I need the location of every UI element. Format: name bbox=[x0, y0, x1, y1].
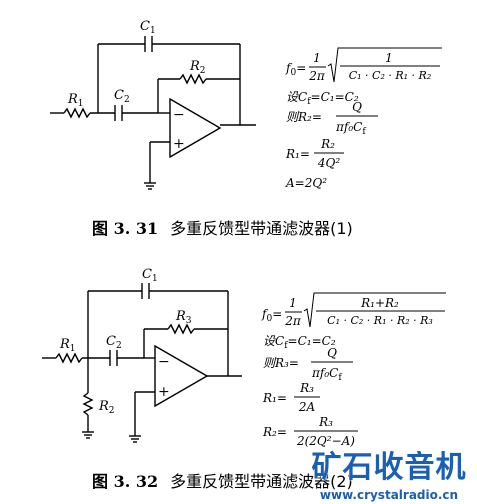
fig1-labels: C1 R2 R1 C2 − + bbox=[67, 19, 206, 152]
fig2-eq-rad-num: R₁+R₂ bbox=[360, 296, 399, 310]
fig2-label-c2: C2 bbox=[106, 334, 122, 351]
fig1-minus: − bbox=[173, 107, 185, 123]
fig2-circuit bbox=[42, 283, 242, 443]
fig1-eq-a: A=2Q² bbox=[285, 176, 327, 190]
fig1-eq-r1-den: 4Q² bbox=[317, 156, 340, 170]
fig1-opamp bbox=[169, 97, 222, 159]
fig2-opamp bbox=[154, 344, 209, 408]
fig2-label-c1: C1 bbox=[142, 267, 158, 284]
fig2-eq-rad-den: C₁ · C₂ · R₁ · R₂ · R₃ bbox=[327, 314, 433, 327]
fig2-eq-then: 则R₃= bbox=[263, 356, 299, 370]
fig2-caption-number: 图 3. 32 bbox=[92, 472, 159, 491]
fig1-label-c1: C1 bbox=[140, 19, 156, 36]
fig2-label-r3: R3 bbox=[175, 309, 192, 326]
fig2-eq-r1: R₁= bbox=[262, 391, 287, 405]
fig1-caption-number: 图 3. 31 bbox=[92, 219, 159, 238]
fig1-caption: 图 3. 31 多重反馈型带通滤波器(1) bbox=[92, 215, 353, 239]
fig2-label-r1: R1 bbox=[59, 337, 76, 354]
fig2-eq-then-den: πf₀Cf bbox=[311, 366, 342, 383]
fig2-plus: + bbox=[158, 384, 170, 400]
watermark-url: www.crystalradio.cn bbox=[319, 488, 459, 502]
fig1-eq-then-num: Q bbox=[352, 100, 362, 114]
fig1-eq-rad-num: 1 bbox=[385, 51, 393, 65]
fig1-eq-r1-num: R₂ bbox=[320, 137, 335, 151]
fig2-eq-f0-den: 2π bbox=[284, 314, 302, 328]
fig1-label-c2: C2 bbox=[114, 88, 130, 105]
fig2-minus: − bbox=[158, 354, 170, 370]
fig2-eq-then-num: Q bbox=[327, 346, 337, 360]
fig1-eq-f0-num: 1 bbox=[313, 51, 321, 65]
fig1-eq-r1: R₁= bbox=[285, 147, 310, 161]
fig2-eq-set: 设Cf=C₁=C₂ bbox=[263, 334, 336, 351]
fig2-caption-text: 多重反馈型带通滤波器(2) bbox=[170, 472, 353, 491]
fig2-eq-r1-den: 2A bbox=[298, 400, 316, 414]
fig1-eq-set: 设Cf=C₁=C₂ bbox=[286, 90, 359, 107]
fig2-eq-r2-num: R₃ bbox=[318, 415, 333, 429]
fig2-r2-resistor bbox=[82, 392, 94, 416]
fig1-caption-text: 多重反馈型带通滤波器(1) bbox=[170, 219, 353, 238]
fig1-eq-rad-den: C₁ · C₂ · R₁ · R₂ bbox=[349, 69, 432, 82]
fig2-caption: 图 3. 32 多重反馈型带通滤波器(2) bbox=[92, 468, 353, 492]
fig1-label-r1: R1 bbox=[67, 92, 84, 109]
fig1-r1-resistor bbox=[63, 107, 91, 119]
fig2-eq-f0-left: f0= bbox=[261, 307, 282, 324]
watermark: 矿石收音机 www.crystalradio.cn bbox=[306, 442, 472, 502]
fig2-labels: C1 R3 R1 C2 R2 − + bbox=[59, 267, 192, 416]
fig1-plus: + bbox=[173, 136, 185, 152]
fig2-eq-r2-den: 2(2Q²−A) bbox=[296, 434, 355, 448]
fig2-label-r2: R2 bbox=[98, 399, 115, 416]
fig1-r2-resistor bbox=[179, 73, 207, 85]
fig2-eq-r1-num: R₃ bbox=[299, 381, 314, 395]
fig1-eq-then-den: πf₀Cf bbox=[335, 120, 366, 137]
fig2-r1-resistor bbox=[55, 352, 83, 364]
fig2-eq-f0-num: 1 bbox=[289, 296, 297, 310]
fig1-eq-then: 则R₂= bbox=[286, 110, 322, 124]
fig1-eq-f0-den: 2π bbox=[308, 69, 326, 83]
fig1-equations: f0= 1 2π 1 C₁ · C₂ · R₁ · R₂ 设Cf=C₁=C₂ 则… bbox=[285, 47, 442, 190]
fig1-circuit bbox=[50, 36, 256, 190]
fig1-eq-f0-left: f0= bbox=[285, 61, 306, 78]
fig2-equations: f0= 1 2π R₁+R₂ C₁ · C₂ · R₁ · R₂ · R₃ 设C… bbox=[261, 292, 446, 448]
fig2-eq-r2: R₂= bbox=[262, 425, 287, 439]
fig1-label-r2: R2 bbox=[189, 59, 206, 76]
fig2-r3-resistor bbox=[167, 323, 195, 335]
watermark-cn: 矿石收音机 bbox=[311, 450, 467, 485]
